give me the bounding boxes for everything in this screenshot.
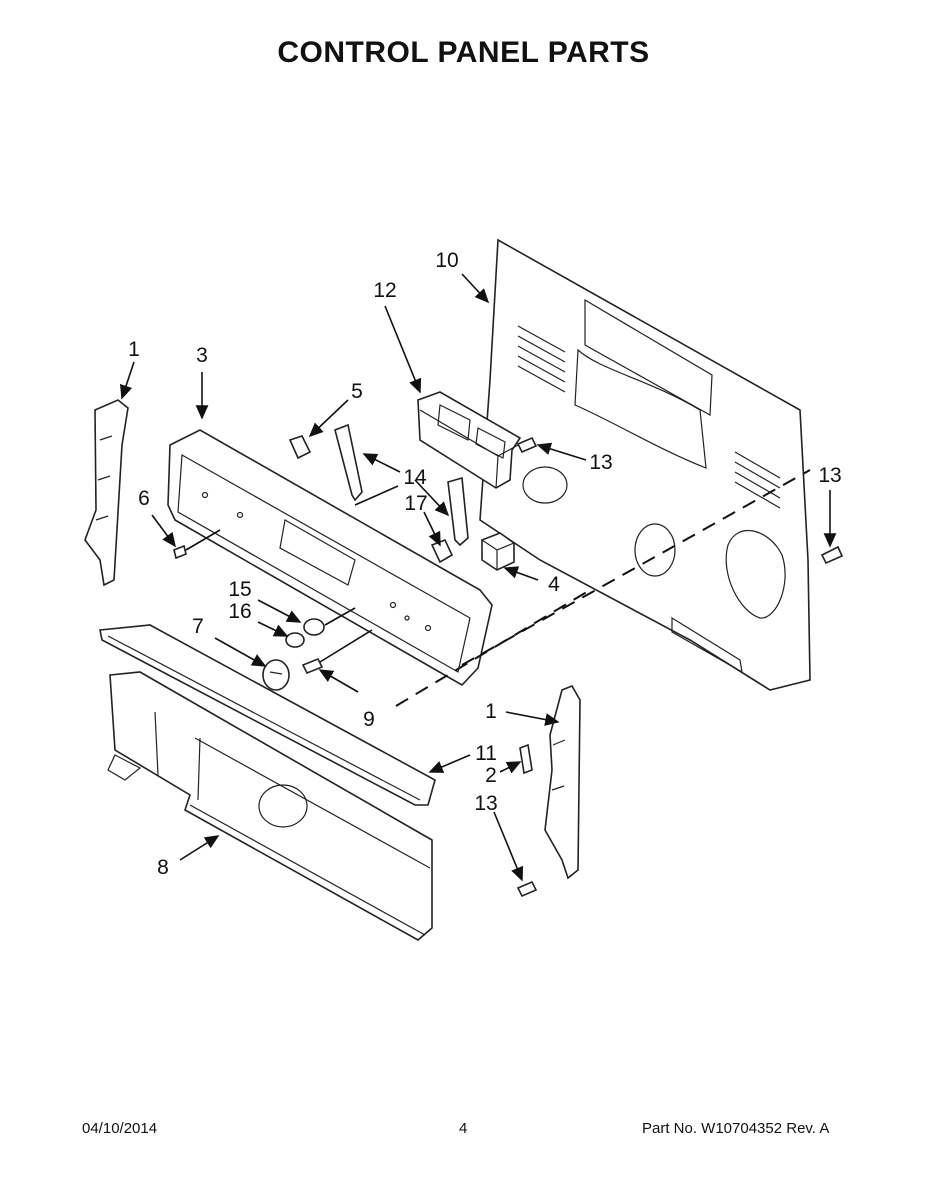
callout-14: 14 — [403, 466, 427, 489]
rear-shield — [107, 671, 433, 941]
alignment-line-clip — [395, 589, 591, 707]
footer-part-number: Part No. W10704352 Rev. A — [642, 1120, 830, 1137]
rear-console-panel — [479, 238, 811, 691]
trim-strip — [99, 624, 436, 806]
clip — [519, 743, 533, 775]
knob-15 — [303, 618, 325, 636]
callout-16: 16 — [228, 600, 251, 623]
screw-13-lower — [516, 880, 538, 898]
callout-11: 11 — [475, 742, 497, 765]
callout-3: 3 — [196, 344, 208, 367]
screw-6 — [173, 544, 187, 560]
screw-13-upper — [516, 436, 538, 454]
switch-part-17 — [430, 538, 454, 564]
alignment-line-control-panel — [461, 469, 811, 666]
knob-7 — [262, 659, 290, 691]
end-cap-right — [544, 684, 581, 880]
callout-13-lower: 13 — [474, 792, 497, 815]
callout-12: 12 — [373, 279, 396, 302]
screw-13-right — [820, 545, 844, 565]
callout-7: 7 — [192, 615, 204, 638]
callout-10: 10 — [435, 249, 458, 272]
callout-15: 15 — [228, 578, 251, 601]
end-cap-left — [84, 399, 129, 587]
callout-6: 6 — [138, 487, 150, 510]
control-panel — [167, 429, 493, 687]
callout-8: 8 — [157, 856, 169, 879]
callout-13-upper: 13 — [589, 451, 612, 474]
footer-date: 04/10/2014 — [82, 1120, 158, 1137]
callout-1-left: 1 — [128, 338, 140, 361]
callout-1-right: 1 — [485, 700, 497, 723]
callout-5: 5 — [351, 380, 363, 403]
relay-box — [481, 532, 515, 571]
leader-lines — [119, 273, 837, 882]
screw-9 — [301, 657, 324, 675]
knob-cap-16 — [285, 632, 305, 648]
page-title: CONTROL PANEL PARTS — [277, 36, 650, 69]
callout-4: 4 — [548, 573, 560, 596]
mounting-bracket-right — [447, 476, 469, 547]
callout-17: 17 — [404, 492, 427, 515]
footer-page-number: 4 — [459, 1120, 468, 1137]
callout-2: 2 — [485, 764, 497, 787]
switch-part-5 — [288, 435, 312, 460]
mounting-bracket-left — [334, 423, 363, 502]
callout-9: 9 — [363, 708, 375, 731]
electronic-control — [417, 391, 522, 489]
callout-13-right: 13 — [818, 464, 841, 487]
